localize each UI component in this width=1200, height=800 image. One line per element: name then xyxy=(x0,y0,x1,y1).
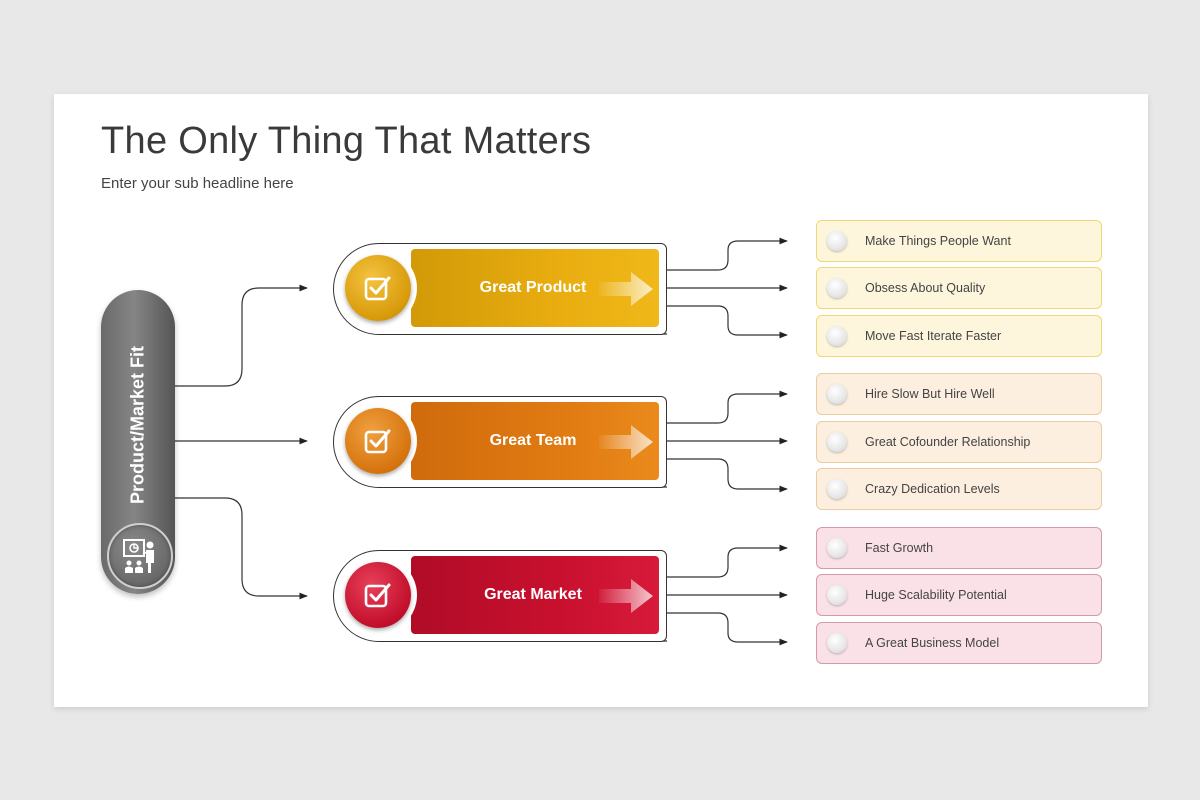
list-item: Great Cofounder Relationship xyxy=(816,421,1102,463)
arrow-right-icon xyxy=(599,425,653,459)
checkbox-icon xyxy=(364,583,391,608)
bullet-dot-icon xyxy=(827,278,847,298)
arrow-right-icon xyxy=(599,579,653,613)
check-badge xyxy=(345,408,411,474)
list-item-text: Obsess About Quality xyxy=(865,281,986,295)
list-item: A Great Business Model xyxy=(816,622,1102,664)
module-great-team: Great Team xyxy=(333,396,667,488)
bullet-dot-icon xyxy=(827,538,847,558)
module-label: Great Product xyxy=(479,279,587,296)
list-item-text: Move Fast Iterate Faster xyxy=(865,329,1002,343)
list-item-text: Huge Scalability Potential xyxy=(865,588,1007,602)
page-subtitle: Enter your sub headline here xyxy=(101,175,294,192)
check-badge xyxy=(345,562,411,628)
presentation-icon xyxy=(107,523,173,589)
module-great-product: Great Product xyxy=(333,243,667,335)
list-item-text: Make Things People Want xyxy=(865,234,1011,248)
check-badge xyxy=(345,255,411,321)
list-item-text: A Great Business Model xyxy=(865,636,1000,650)
list-item-text: Great Cofounder Relationship xyxy=(865,435,1031,449)
list-item: Huge Scalability Potential xyxy=(816,574,1102,616)
list-item: Obsess About Quality xyxy=(816,267,1102,309)
list-item-text: Fast Growth xyxy=(865,541,934,555)
arrow-right-icon xyxy=(599,272,653,306)
list-item-text: Hire Slow But Hire Well xyxy=(865,387,995,401)
list-item: Hire Slow But Hire Well xyxy=(816,373,1102,415)
bullet-dot-icon xyxy=(827,585,847,605)
bullet-dot-icon xyxy=(827,326,847,346)
list-item-text: Crazy Dedication Levels xyxy=(865,482,1000,496)
bullet-dot-icon xyxy=(827,384,847,404)
list-item: Crazy Dedication Levels xyxy=(816,468,1102,510)
bullet-dot-icon xyxy=(827,633,847,653)
page-title: The Only Thing That Matters xyxy=(101,120,592,162)
product-market-fit-label: Product/Market Fit xyxy=(127,345,148,505)
module-label: Great Team xyxy=(489,432,577,449)
bullet-dot-icon xyxy=(827,231,847,251)
checkbox-icon xyxy=(364,276,391,301)
bullet-dot-icon xyxy=(827,479,847,499)
list-item: Move Fast Iterate Faster xyxy=(816,315,1102,357)
checkbox-icon xyxy=(364,429,391,454)
list-item: Make Things People Want xyxy=(816,220,1102,262)
bullet-dot-icon xyxy=(827,432,847,452)
module-label: Great Market xyxy=(484,586,582,603)
list-item: Fast Growth xyxy=(816,527,1102,569)
module-great-market: Great Market xyxy=(333,550,667,642)
